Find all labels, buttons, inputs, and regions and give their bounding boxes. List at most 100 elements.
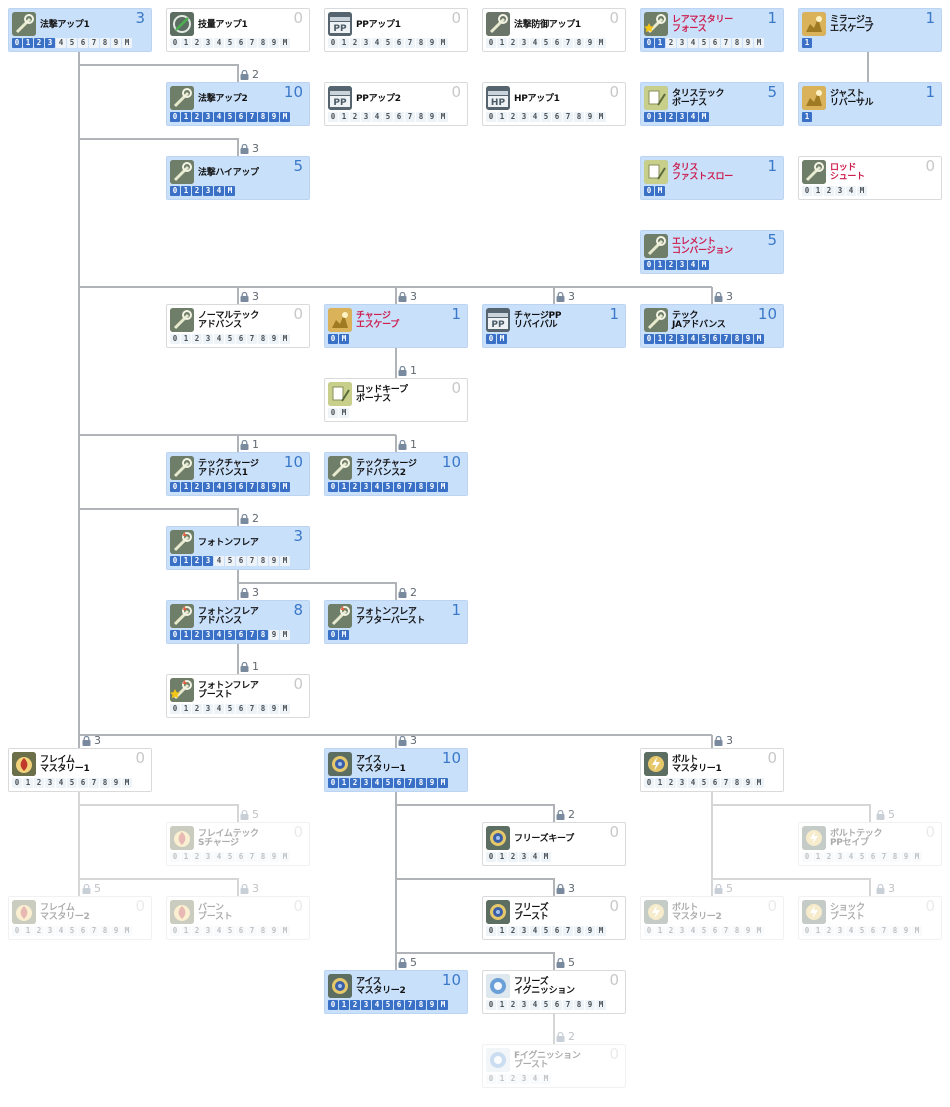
level-cell[interactable]: M [699, 260, 709, 270]
level-cell[interactable]: 9 [269, 482, 279, 492]
level-cell[interactable]: 6 [394, 1000, 404, 1010]
level-cell[interactable]: 9 [111, 38, 121, 48]
level-cell[interactable]: 1 [339, 38, 349, 48]
level-cell[interactable]: 4 [530, 926, 540, 936]
level-cell[interactable]: 3 [203, 38, 213, 48]
level-cell[interactable]: 6 [394, 482, 404, 492]
level-cell[interactable]: 6 [710, 778, 720, 788]
level-cell[interactable]: M [339, 630, 349, 640]
level-cell[interactable]: 1 [181, 852, 191, 862]
level-cell[interactable]: 6 [236, 112, 246, 122]
level-cell[interactable]: 1 [23, 926, 33, 936]
level-cell[interactable]: 8 [258, 630, 268, 640]
level-cell[interactable]: 4 [688, 926, 698, 936]
level-cell[interactable]: 9 [269, 630, 279, 640]
level-cell[interactable]: 1 [813, 926, 823, 936]
level-cell[interactable]: M [857, 186, 867, 196]
level-cell[interactable]: 5 [699, 926, 709, 936]
level-cell[interactable]: M [280, 852, 290, 862]
level-cell[interactable]: 2 [192, 630, 202, 640]
level-cell[interactable]: 9 [269, 926, 279, 936]
level-cell[interactable]: 3 [203, 704, 213, 714]
level-cell[interactable]: 3 [203, 482, 213, 492]
level-cell[interactable]: M [280, 482, 290, 492]
level-cell[interactable]: 3 [519, 112, 529, 122]
level-cell[interactable]: 3 [677, 260, 687, 270]
level-cell[interactable]: M [122, 38, 132, 48]
level-cell[interactable]: 2 [192, 852, 202, 862]
level-cell[interactable]: 6 [710, 334, 720, 344]
level-cell[interactable]: 8 [732, 778, 742, 788]
level-cell[interactable]: 1 [497, 112, 507, 122]
level-cell[interactable]: M [497, 334, 507, 344]
level-cell[interactable]: 7 [721, 778, 731, 788]
level-cell[interactable]: 8 [258, 112, 268, 122]
level-cell[interactable]: 4 [214, 334, 224, 344]
level-cell[interactable]: 8 [416, 112, 426, 122]
level-cell[interactable]: M [339, 334, 349, 344]
level-cell[interactable]: 1 [181, 482, 191, 492]
level-cell[interactable]: 3 [835, 852, 845, 862]
level-cell[interactable]: 7 [721, 334, 731, 344]
level-cell[interactable]: 0 [328, 482, 338, 492]
level-cell[interactable]: 0 [802, 852, 812, 862]
level-cell[interactable]: 7 [879, 852, 889, 862]
level-cell[interactable]: 2 [350, 778, 360, 788]
level-cell[interactable]: 4 [214, 482, 224, 492]
level-cell[interactable]: 2 [666, 112, 676, 122]
level-cell[interactable]: 3 [835, 926, 845, 936]
level-cell[interactable]: M [912, 852, 922, 862]
level-cell[interactable]: 6 [78, 38, 88, 48]
level-cell[interactable]: 6 [552, 1000, 562, 1010]
level-cell[interactable]: 2 [34, 926, 44, 936]
level-cell[interactable]: 7 [247, 704, 257, 714]
level-cell[interactable]: 2 [666, 778, 676, 788]
level-cell[interactable]: 8 [258, 556, 268, 566]
level-cell[interactable]: 5 [225, 482, 235, 492]
level-cell[interactable]: 1 [181, 186, 191, 196]
level-cell[interactable]: 2 [34, 38, 44, 48]
level-cell[interactable]: 8 [574, 926, 584, 936]
level-cell[interactable]: 1 [339, 1000, 349, 1010]
level-cell[interactable]: 0 [12, 926, 22, 936]
level-cell[interactable]: 3 [519, 1074, 529, 1084]
level-cell[interactable]: 3 [519, 852, 529, 862]
level-cell[interactable]: 7 [89, 778, 99, 788]
level-cell[interactable]: 4 [846, 186, 856, 196]
level-cell[interactable]: 7 [563, 1000, 573, 1010]
level-cell[interactable]: 7 [247, 926, 257, 936]
level-cell[interactable]: 0 [644, 186, 654, 196]
level-cell[interactable]: 5 [383, 482, 393, 492]
level-cell[interactable]: 8 [574, 38, 584, 48]
level-cell[interactable]: 5 [67, 926, 77, 936]
level-cell[interactable]: 0 [170, 38, 180, 48]
level-cell[interactable]: 7 [405, 482, 415, 492]
level-cell[interactable]: 4 [688, 334, 698, 344]
level-cell[interactable]: 9 [743, 334, 753, 344]
level-cell[interactable]: 8 [732, 38, 742, 48]
level-cell[interactable]: 4 [530, 1074, 540, 1084]
level-cell[interactable]: M [754, 778, 764, 788]
level-cell[interactable]: 7 [89, 926, 99, 936]
level-cell[interactable]: 8 [890, 852, 900, 862]
level-cell[interactable]: 1 [181, 38, 191, 48]
level-cell[interactable]: 9 [269, 38, 279, 48]
level-cell[interactable]: 0 [644, 926, 654, 936]
level-cell[interactable]: 2 [508, 852, 518, 862]
level-cell[interactable]: 6 [236, 482, 246, 492]
level-cell[interactable]: 1 [339, 778, 349, 788]
